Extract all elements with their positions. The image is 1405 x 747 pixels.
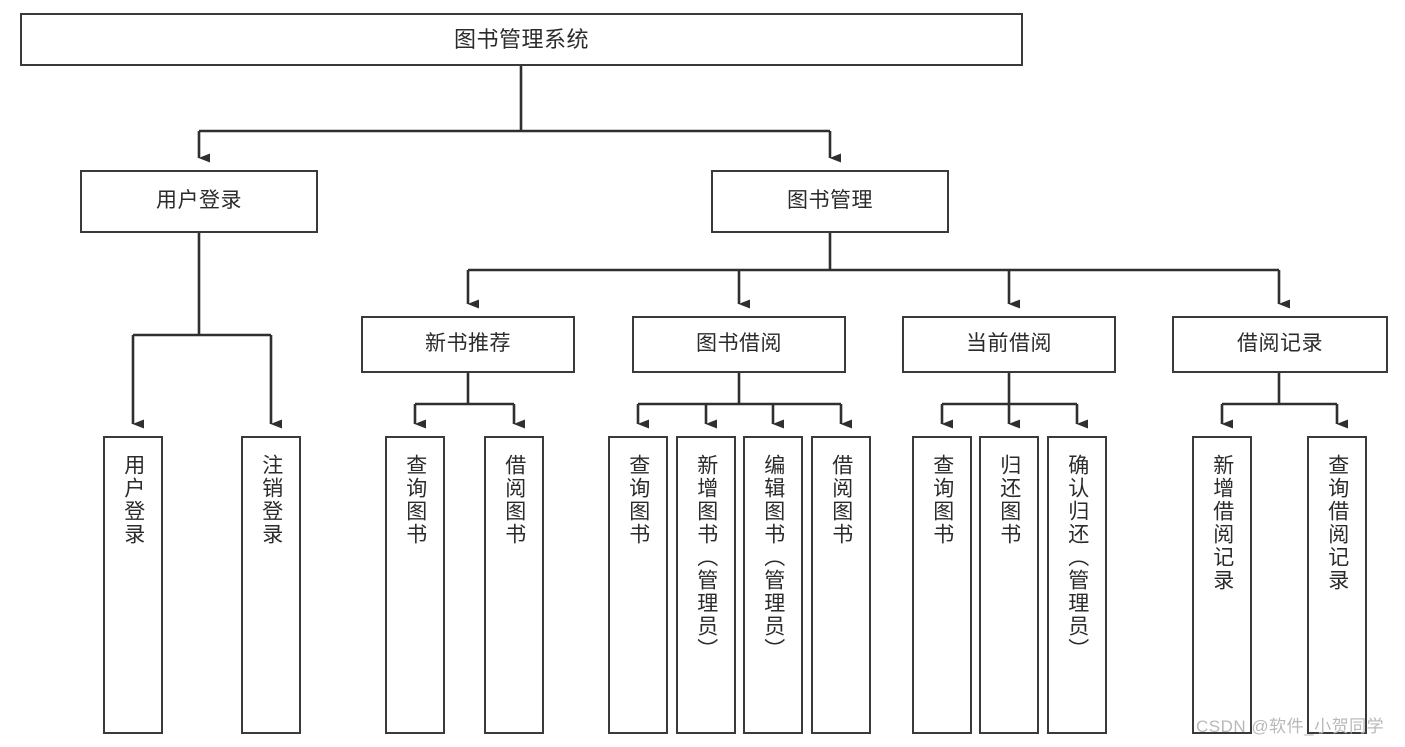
node-label: 新增借阅记录 bbox=[1210, 454, 1234, 592]
node-label: 查询借阅记录 bbox=[1325, 454, 1349, 592]
node-label: 新书推荐 bbox=[425, 332, 511, 356]
node-book-borrowing[interactable]: 图书借阅 bbox=[632, 316, 846, 373]
leaf-new-book-borrow-books[interactable]: 借阅图书 bbox=[484, 436, 544, 734]
node-borrowing-record[interactable]: 借阅记录 bbox=[1172, 316, 1388, 373]
node-root-book-management-system[interactable]: 图书管理系统 bbox=[20, 13, 1023, 66]
node-label: 图书管理 bbox=[787, 189, 873, 213]
leaf-current-borrow-confirm-return-admin[interactable]: 确认归还（管理员） bbox=[1047, 436, 1107, 734]
node-label: 用户登录 bbox=[156, 189, 242, 213]
leaf-borrow-record-query-record[interactable]: 查询借阅记录 bbox=[1307, 436, 1367, 734]
node-current-borrowing[interactable]: 当前借阅 bbox=[902, 316, 1116, 373]
node-label: 归还图书 bbox=[997, 454, 1021, 546]
csdn-watermark: CSDN @软件_小贺同学 bbox=[1196, 717, 1385, 736]
leaf-user-login-logout[interactable]: 注销登录 bbox=[241, 436, 301, 734]
node-label: 查询图书 bbox=[403, 454, 427, 546]
node-new-book-recommendation[interactable]: 新书推荐 bbox=[361, 316, 575, 373]
node-user-login[interactable]: 用户登录 bbox=[80, 170, 318, 233]
node-label: 当前借阅 bbox=[966, 332, 1052, 356]
node-label: 借阅记录 bbox=[1237, 332, 1323, 356]
leaf-book-borrow-borrow-books[interactable]: 借阅图书 bbox=[811, 436, 871, 734]
node-label: 查询图书 bbox=[626, 454, 650, 546]
node-label: 图书借阅 bbox=[696, 332, 782, 356]
node-label: 编辑图书（管理员） bbox=[761, 454, 785, 661]
leaf-book-borrow-query-books[interactable]: 查询图书 bbox=[608, 436, 668, 734]
leaf-current-borrow-query-books[interactable]: 查询图书 bbox=[912, 436, 972, 734]
node-label: 借阅图书 bbox=[502, 454, 526, 546]
leaf-current-borrow-return-books[interactable]: 归还图书 bbox=[979, 436, 1039, 734]
node-label: 新增图书（管理员） bbox=[694, 454, 718, 661]
leaf-borrow-record-add-record[interactable]: 新增借阅记录 bbox=[1192, 436, 1252, 734]
node-label: 注销登录 bbox=[259, 454, 283, 546]
node-book-management[interactable]: 图书管理 bbox=[711, 170, 949, 233]
leaf-book-borrow-edit-book-admin[interactable]: 编辑图书（管理员） bbox=[743, 436, 803, 734]
node-label: 确认归还（管理员） bbox=[1065, 454, 1089, 661]
leaf-new-book-query-books[interactable]: 查询图书 bbox=[385, 436, 445, 734]
node-label: 用户登录 bbox=[121, 454, 145, 546]
node-label: 图书管理系统 bbox=[453, 26, 589, 52]
leaf-user-login-login[interactable]: 用户登录 bbox=[103, 436, 163, 734]
leaf-book-borrow-add-book-admin[interactable]: 新增图书（管理员） bbox=[676, 436, 736, 734]
node-label: 查询图书 bbox=[930, 454, 954, 546]
node-label: 借阅图书 bbox=[829, 454, 853, 546]
